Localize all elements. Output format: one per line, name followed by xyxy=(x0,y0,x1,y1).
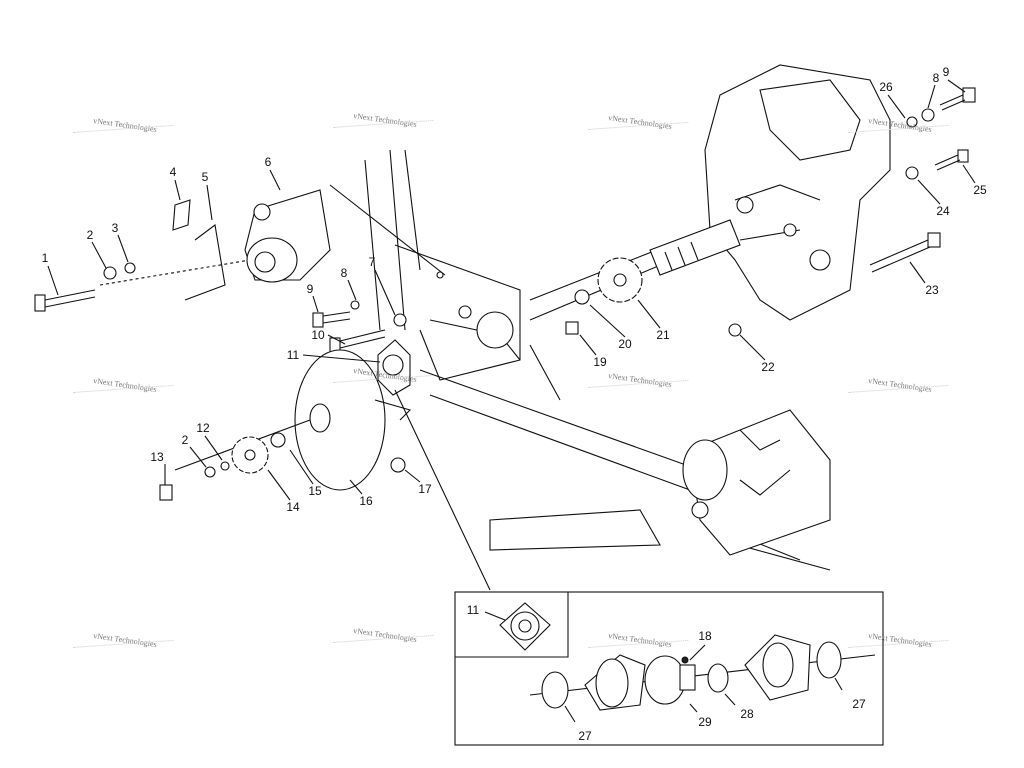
callout-19: 19 xyxy=(593,355,607,369)
callout-6: 6 xyxy=(264,155,272,169)
callout-17: 17 xyxy=(418,482,432,496)
callout-23: 23 xyxy=(925,283,939,297)
sprocket-14 xyxy=(231,436,269,474)
callout-10: 10 xyxy=(311,328,325,342)
nut-17 xyxy=(390,457,406,473)
nut-24 xyxy=(905,166,919,180)
bolt-19 xyxy=(565,321,579,335)
callout-8: 8 xyxy=(932,71,940,85)
callout-26: 26 xyxy=(879,80,893,94)
callout-22: 22 xyxy=(761,360,775,374)
callout-7: 7 xyxy=(368,255,376,269)
callout-2: 2 xyxy=(181,433,189,447)
bolt-1 xyxy=(34,259,251,312)
inset-callout-18: 18 xyxy=(698,629,712,643)
callout-16: 16 xyxy=(359,494,373,508)
washer-12 xyxy=(220,461,230,471)
washer-8 xyxy=(921,108,935,122)
callout-13: 13 xyxy=(150,450,164,464)
plate-4 xyxy=(172,199,191,231)
callout-8: 8 xyxy=(340,266,348,280)
callout-2: 2 xyxy=(86,228,94,242)
idler-housing-6 xyxy=(244,189,331,283)
washer-2 xyxy=(103,266,117,280)
engine-housing xyxy=(649,64,891,321)
washer-2b xyxy=(204,466,216,478)
sprocket-21 xyxy=(597,257,643,303)
callout-4: 4 xyxy=(169,165,177,179)
bolt-23 xyxy=(869,232,941,273)
inset-detail-callout-11: 11 xyxy=(466,603,480,617)
bolt-25 xyxy=(934,149,969,171)
callout-11: 11 xyxy=(286,348,300,362)
inset-callout-27: 27 xyxy=(578,729,592,743)
callout-9: 9 xyxy=(306,282,314,296)
callout-15: 15 xyxy=(308,484,322,498)
spacer-15 xyxy=(270,432,286,448)
nut-22 xyxy=(728,323,742,337)
callout-24: 24 xyxy=(936,204,950,218)
inset-callout-27: 27 xyxy=(852,697,866,711)
callout-5: 5 xyxy=(201,170,209,184)
callout-14: 14 xyxy=(286,500,300,514)
callout-25: 25 xyxy=(973,183,987,197)
pin xyxy=(374,399,412,421)
callout-21: 21 xyxy=(656,328,670,342)
inset-box xyxy=(454,591,884,746)
callout-20: 20 xyxy=(618,337,632,351)
inset-callout-28: 28 xyxy=(740,707,754,721)
bracket-5 xyxy=(184,224,226,301)
bolt-9-right xyxy=(939,87,976,111)
inset-callout-29: 29 xyxy=(698,715,712,729)
washer-3 xyxy=(124,262,136,274)
bolt-13 xyxy=(159,484,173,501)
leader-lines xyxy=(47,79,976,591)
callout-1: 1 xyxy=(41,251,49,265)
callout-9: 9 xyxy=(942,65,950,79)
callout-12: 12 xyxy=(196,421,210,435)
muffler xyxy=(682,409,831,556)
washer-20 xyxy=(574,289,590,305)
callout-3: 3 xyxy=(111,221,119,235)
